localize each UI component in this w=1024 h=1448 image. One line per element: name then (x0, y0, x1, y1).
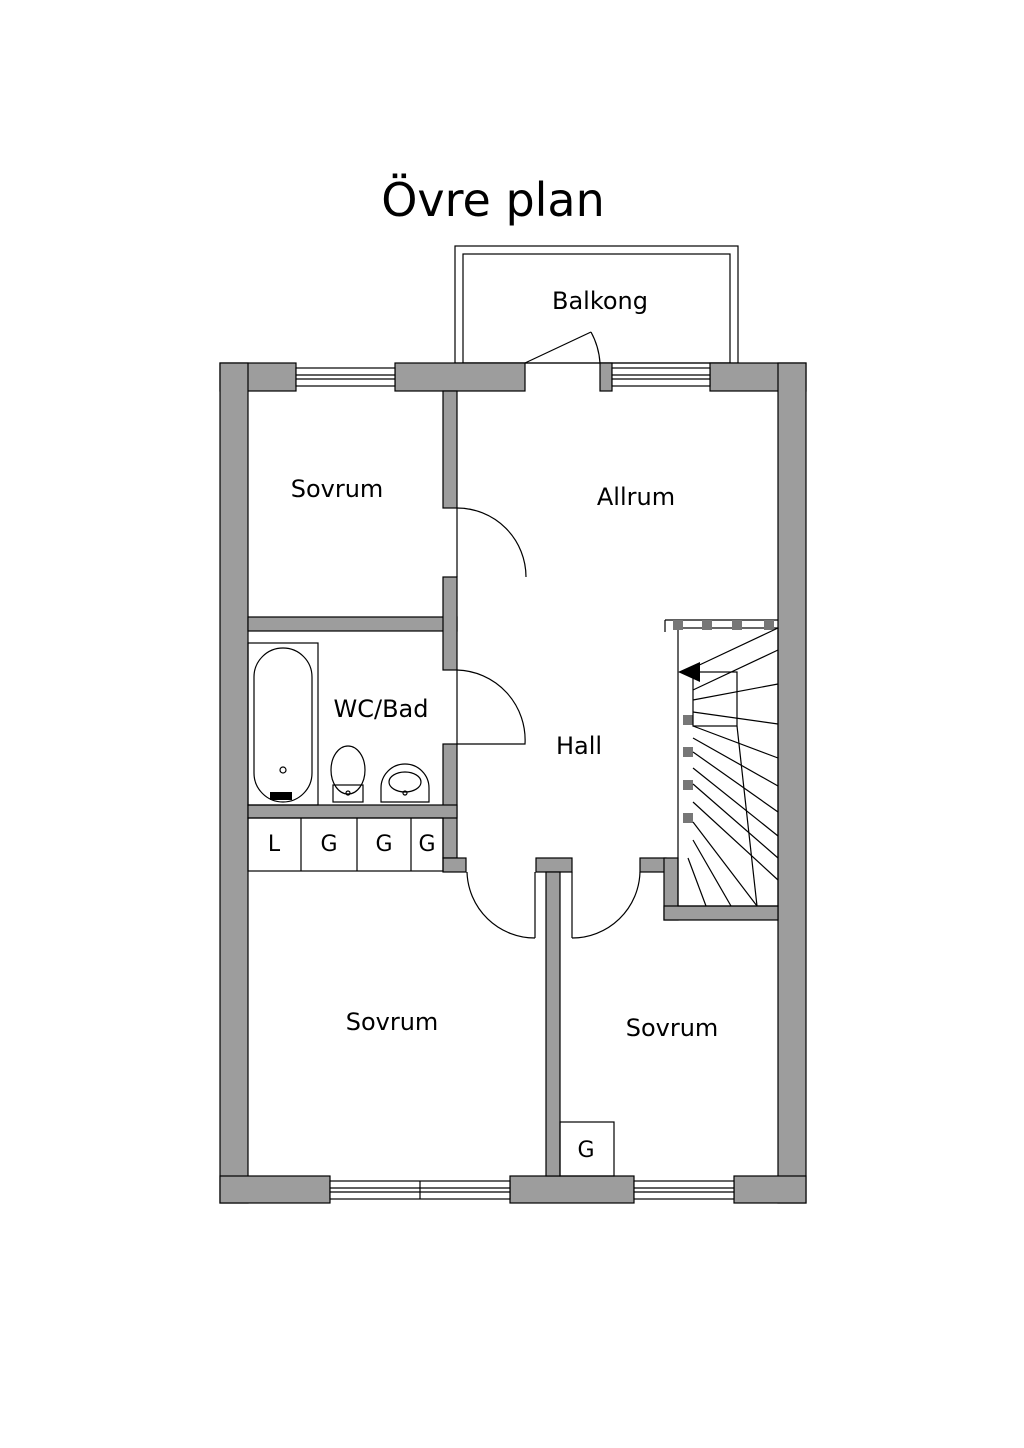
exterior-walls (219, 362, 807, 1204)
stair-direction-arrow-icon (678, 662, 700, 682)
balcony-door (524, 331, 601, 364)
bedroom-top-door (456, 507, 527, 578)
balcony (454, 245, 739, 364)
room-label-balkong: Balkong (552, 287, 648, 315)
room-label-sovrum-bottom-left: Sovrum (346, 1008, 439, 1036)
storage-row (247, 817, 444, 872)
storage-labels: L G G G G (268, 832, 595, 1163)
plan-title: Övre plan (381, 173, 605, 227)
room-labels: Balkong Sovrum Allrum WC/Bad Hall Sovrum… (291, 287, 719, 1042)
storage-closet-bedroom (559, 1121, 615, 1177)
storage-label-g: G (320, 832, 337, 857)
room-label-sovrum-top: Sovrum (291, 475, 384, 503)
windows (295, 367, 735, 1200)
storage-label-g: G (418, 832, 435, 857)
window-bottom-left (329, 1180, 511, 1200)
toilet-icon (330, 745, 366, 803)
storage-label-l: L (268, 832, 281, 857)
bedroom-bottom-right-door (571, 871, 641, 939)
storage-label-g: G (577, 1138, 594, 1163)
interior-walls (247, 390, 779, 1177)
bathroom-door (456, 669, 526, 745)
window-top-left (295, 367, 396, 387)
window-bottom-right (633, 1180, 735, 1200)
room-label-sovrum-bottom-right: Sovrum (626, 1014, 719, 1042)
storage-label-g: G (375, 832, 392, 857)
staircase (664, 619, 779, 907)
bedroom-bottom-left-door (466, 871, 536, 939)
doors (456, 331, 641, 939)
room-label-allrum: Allrum (597, 483, 675, 511)
window-top-right (611, 367, 711, 387)
bathroom-fixtures (247, 642, 430, 806)
sink-icon (380, 763, 430, 803)
room-label-wc-bad: WC/Bad (334, 695, 429, 723)
bathtub-icon (247, 642, 319, 806)
room-label-hall: Hall (556, 732, 602, 760)
